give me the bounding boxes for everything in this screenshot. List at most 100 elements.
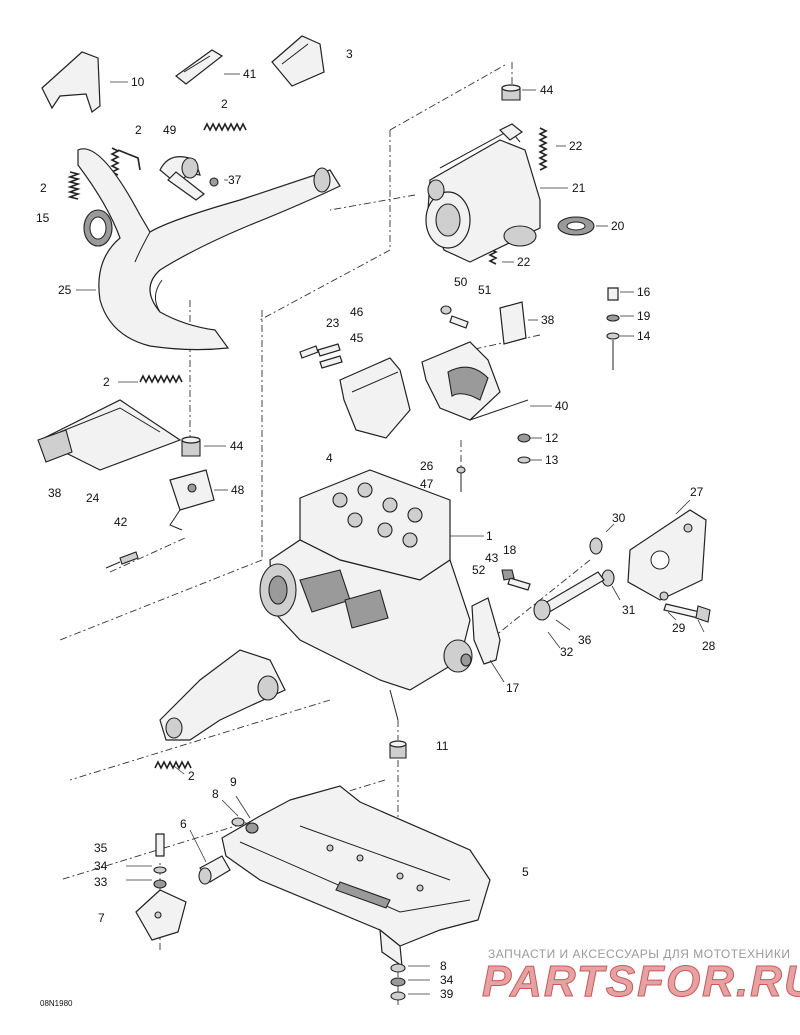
washer-30 <box>589 537 603 555</box>
callout-14: 14 <box>637 329 651 343</box>
callout-21: 21 <box>572 181 586 195</box>
tuned-pipe-25 <box>77 148 341 351</box>
callout-35: 35 <box>94 841 108 855</box>
callout-30: 30 <box>612 511 626 525</box>
grommet-44-mid <box>181 436 201 457</box>
grommet-44-top <box>501 84 521 101</box>
callout-37: 37 <box>228 173 242 187</box>
callout-2: 2 <box>103 375 110 389</box>
engine-cover-4 <box>339 357 411 439</box>
callout-18: 18 <box>503 543 517 557</box>
callout-33: 33 <box>94 875 108 889</box>
callout-2: 2 <box>40 181 47 195</box>
callout-36: 36 <box>578 633 592 647</box>
callout-29: 29 <box>672 621 686 635</box>
callout-11: 11 <box>436 739 449 753</box>
callout-34: 34 <box>440 973 454 987</box>
callout-47: 47 <box>420 477 434 491</box>
callout-48: 48 <box>231 483 245 497</box>
washer-31 <box>601 569 615 587</box>
callout-6: 6 <box>180 817 187 831</box>
damper-6 <box>198 855 231 885</box>
callout-34: 34 <box>94 859 108 873</box>
hardware-46-45-23 <box>299 343 343 369</box>
callout-31: 31 <box>622 603 636 617</box>
callout-28: 28 <box>702 639 716 653</box>
spring-2-a <box>203 122 247 132</box>
engine-block-1 <box>259 469 473 721</box>
callout-12: 12 <box>545 431 559 445</box>
spring-2-c <box>67 171 81 200</box>
callout-1: 1 <box>486 529 493 543</box>
hardware-50-51 <box>440 305 469 329</box>
callout-2: 2 <box>135 123 142 137</box>
nut-8-9 <box>231 817 259 834</box>
bolt-35-washer-34-33 <box>153 833 167 889</box>
callout-44: 44 <box>540 83 554 97</box>
callout-27: 27 <box>690 485 704 499</box>
hardware-8-34-39-bottom <box>390 963 406 1001</box>
callout-49: 49 <box>163 123 177 137</box>
callout-41: 41 <box>243 67 257 81</box>
callout-8: 8 <box>440 959 447 973</box>
callout-46: 46 <box>350 305 364 319</box>
callout-24: 24 <box>86 491 100 505</box>
exhaust-manifold <box>159 649 286 741</box>
watermark-logo-text: PARTSFOR.RU <box>482 957 800 1006</box>
callout-2: 2 <box>188 769 195 783</box>
spring-2-e <box>154 760 192 770</box>
bolt-18 <box>507 577 531 591</box>
grommet-11 <box>389 740 407 759</box>
sensor-37 <box>167 171 219 201</box>
callout-20: 20 <box>611 219 625 233</box>
stud-42 <box>105 551 139 569</box>
callout-40: 40 <box>555 399 569 413</box>
callout-17: 17 <box>506 681 520 695</box>
callout-44: 44 <box>230 439 244 453</box>
callout-45: 45 <box>350 331 364 345</box>
callout-51: 51 <box>478 283 492 297</box>
leader-lines <box>76 73 705 995</box>
nut-43 <box>501 569 515 581</box>
callout-3: 3 <box>346 47 353 61</box>
plate-24 <box>38 399 182 471</box>
callout-2: 2 <box>221 97 228 111</box>
callout-52: 52 <box>472 563 486 577</box>
gasket-ring-15 <box>83 209 113 247</box>
heat-shield-10 <box>41 51 101 113</box>
callout-26: 26 <box>420 459 434 473</box>
bracket-7 <box>135 889 187 941</box>
watermark: ЗАПЧАСТИ И АКСЕССУАРЫ ДЛЯ МОТОТЕХНИКИ PA… <box>482 947 800 1007</box>
callout-15: 15 <box>36 211 50 225</box>
spring-2-d <box>139 374 183 384</box>
bolt-36 <box>533 571 605 621</box>
heat-shield-3 <box>271 35 325 87</box>
callout-10: 10 <box>131 75 145 89</box>
mount-bracket-48 <box>169 469 215 531</box>
diagram-reference-code: 08N1980 <box>40 999 73 1008</box>
callout-43: 43 <box>485 551 499 565</box>
spring-22-a <box>538 127 548 171</box>
rubber-ring-20 <box>557 216 595 236</box>
callout-labels: 10 41 3 44 2 2 49 22 37 21 2 15 20 22 25… <box>36 47 716 1001</box>
callout-38: 38 <box>48 486 62 500</box>
callout-13: 13 <box>545 453 559 467</box>
bolt-28 <box>663 603 711 623</box>
callout-22: 22 <box>517 255 531 269</box>
callout-42: 42 <box>114 515 128 529</box>
callout-4: 4 <box>326 451 333 465</box>
callout-25: 25 <box>58 283 72 297</box>
watermark-tagline: ЗАПЧАСТИ И АКСЕССУАРЫ ДЛЯ МОТОТЕХНИКИ <box>488 947 790 961</box>
engine-cover-40 <box>421 341 529 421</box>
callout-9: 9 <box>230 775 237 789</box>
engine-support-5 <box>221 785 491 968</box>
callout-5: 5 <box>522 865 529 879</box>
callout-39: 39 <box>440 987 454 1001</box>
hardware-26-47 <box>456 466 466 492</box>
heat-shield-41 <box>175 49 224 85</box>
callout-32: 32 <box>560 645 574 659</box>
callout-19: 19 <box>637 309 651 323</box>
callout-38: 38 <box>541 313 555 327</box>
callout-8: 8 <box>212 787 219 801</box>
